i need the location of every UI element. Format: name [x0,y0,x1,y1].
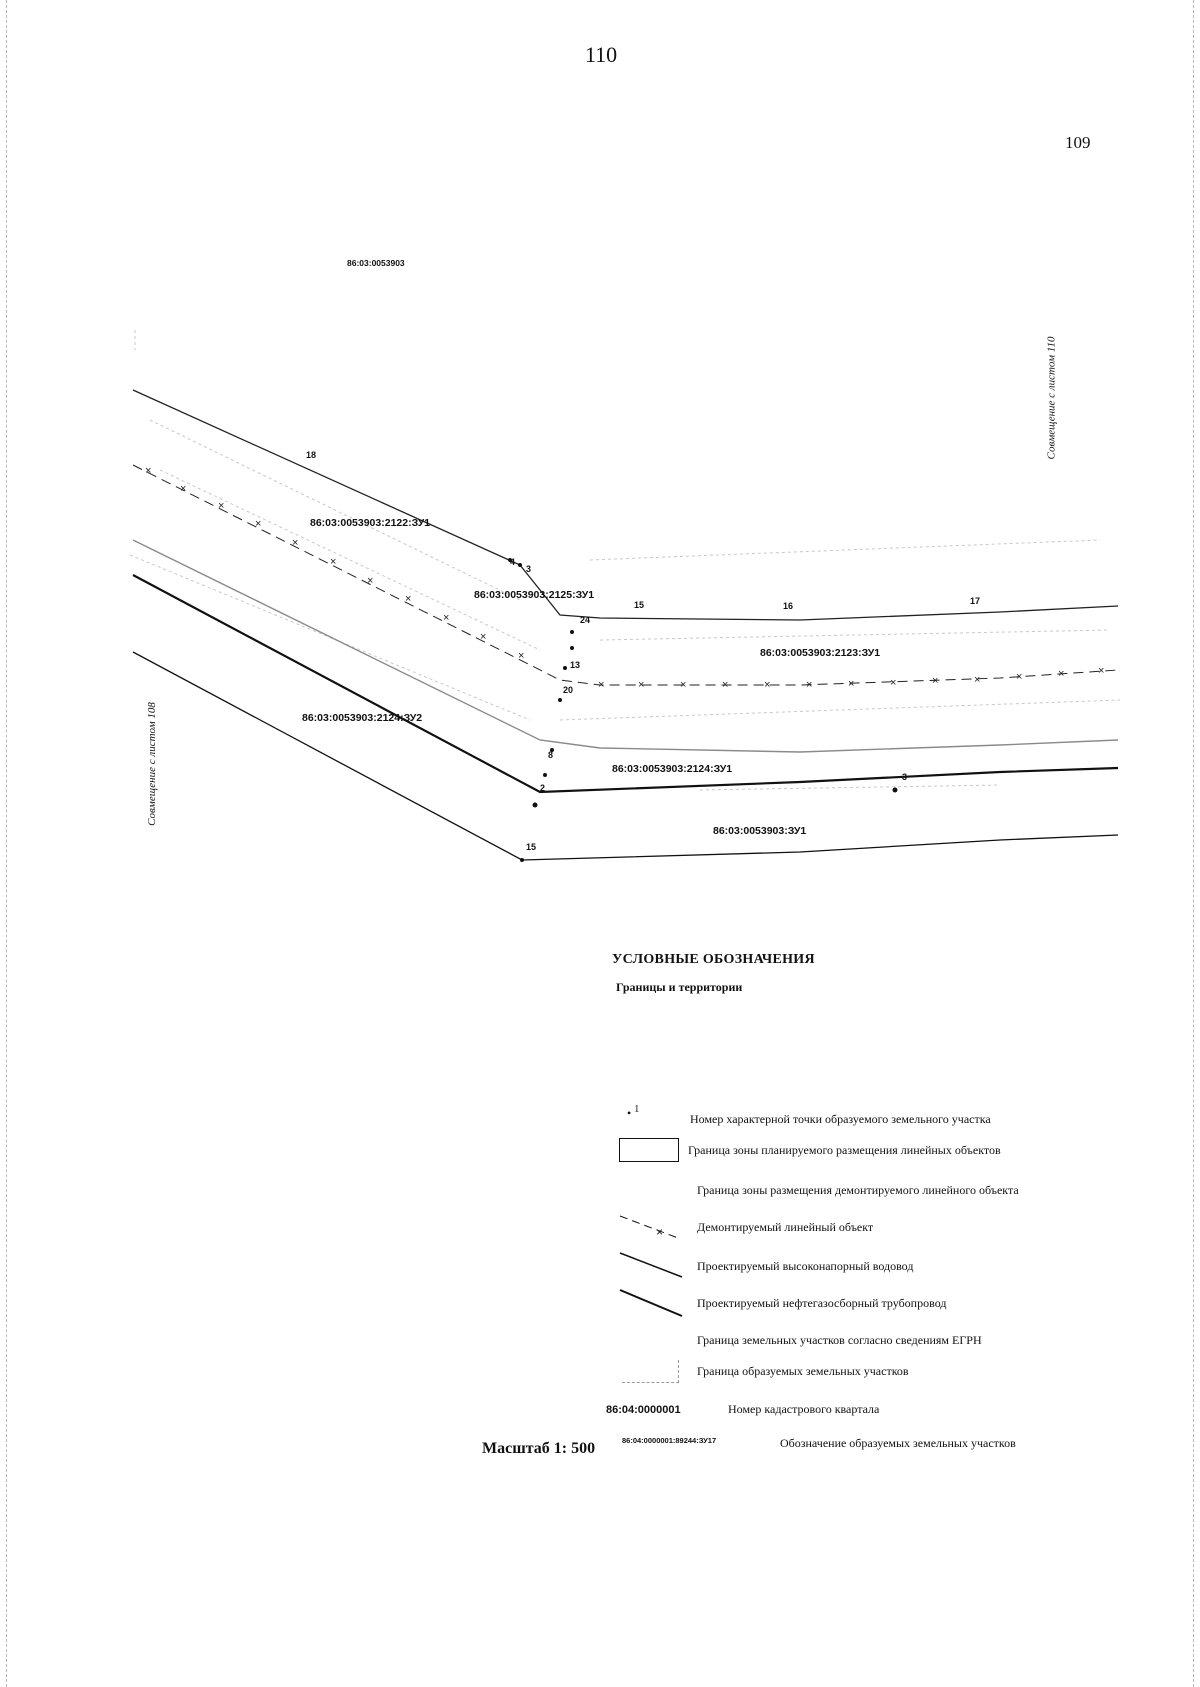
svg-text:×: × [656,1225,663,1239]
svg-text:×: × [443,612,449,624]
svg-text:×: × [680,679,686,691]
legend-item-text: Обозначение образуемых земельных участко… [780,1436,1016,1450]
map-scale: Масштаб 1: 500 [482,1440,596,1457]
svg-text:×: × [218,500,224,512]
svg-text:×: × [1098,665,1104,677]
dismantled-object-x-marks: × × × × × × × × × × × × × × × × × × × × × × × × [145,465,1104,691]
parcel-label: 86:03:0053903:2122:ЗУ1 [310,517,431,529]
point-number: 8 [548,750,554,760]
legend-item-text: Граница зоны размещения демонтируемого л… [697,1183,1019,1197]
svg-text:×: × [255,518,261,530]
point-number: 13 [570,660,581,670]
svg-text:×: × [722,679,728,691]
legend-line-symbol [619,1289,683,1317]
svg-text:×: × [598,679,604,691]
planned-oil-gas-pipeline [132,651,1119,861]
point-number: 18 [306,450,317,460]
point-number: 17 [970,596,981,606]
svg-text:×: × [145,465,151,477]
parcel-label: 86:03:0053903:2124:ЗУ2 [302,712,423,724]
legend-item-text: Номер характерной точки образуемого земе… [690,1112,991,1126]
svg-text:×: × [638,679,644,691]
legend-item-text: Номер кадастрового квартала [728,1402,880,1416]
legend-x-line-symbol: × [619,1215,679,1239]
svg-text:×: × [367,575,373,587]
legend-code-symbol: 86:04:0000001 [606,1404,681,1416]
legend-code-symbol: 86:04:0000001:89244:ЗУ17 [622,1436,717,1445]
point-symbol-number: 1 [634,1104,640,1115]
svg-text:×: × [405,593,411,605]
legend-line-symbol [619,1252,683,1278]
cadastral-quarter-label: 86:03:0053903 [347,258,405,268]
point-number: 2 [540,783,546,793]
svg-text:×: × [480,631,486,643]
point-number: 15 [526,842,537,852]
right-sheet-edge [1193,0,1194,1687]
left-sheet-edge [6,0,7,1687]
parcel-label: 86:03:0053903:2123:ЗУ1 [760,647,881,659]
point-dot-icon: • [627,1106,632,1120]
upper-boundary-line [132,389,1119,621]
legend-item-text: Проектируемый нефтегазосборный трубопров… [697,1296,947,1310]
planned-water-pipeline [132,574,1119,794]
svg-text:×: × [330,556,336,568]
planned-zone-gray-line [132,539,1119,753]
svg-text:×: × [932,675,938,687]
point-number: 20 [563,685,574,695]
svg-text:×: × [890,677,896,689]
page-number: 110 [585,42,618,67]
svg-text:×: × [180,483,186,495]
svg-text:×: × [292,537,298,549]
side-label-left: Совмещение с листом 108 [145,702,158,826]
svg-text:×: × [848,678,854,690]
dismantled-object-line [132,464,1119,686]
point-number: 3 [526,564,532,574]
legend-item-text: Граница зоны планируемого размещения лин… [688,1143,1001,1157]
svg-text:×: × [974,674,980,686]
legend-point-symbol: • 1 [627,1104,640,1121]
map-drawing: × × × × × × × × × × × × × × × × × × × × × × × × [129,330,1121,862]
svg-text:×: × [1058,668,1064,680]
point-number: 4 [510,557,516,567]
svg-text:×: × [764,679,770,691]
legend-item-text: Проектируемый высоконапорный водовод [697,1259,914,1273]
characteristic-points [508,558,898,862]
faint-background-lines [129,330,1121,791]
legend-item-text: Граница земельных участков согласно свед… [697,1333,982,1347]
legend-item-text: Граница образуемых земельных участков [697,1364,909,1378]
side-label-right: Совмещение с листом 110 [1045,336,1058,460]
parcel-label: 86:03:0053903:2125:ЗУ1 [474,589,595,601]
legend-dashed-symbol [622,1360,679,1383]
point-number: 16 [783,601,794,611]
legend-item-text: Демонтируемый линейный объект [697,1220,874,1234]
point-number: 15 [634,600,645,610]
legend-subtitle: Границы и территории [616,980,743,994]
legend-rect-symbol [619,1138,679,1162]
svg-text:×: × [806,679,812,691]
legend-title: УСЛОВНЫЕ ОБОЗНАЧЕНИЯ [612,952,815,967]
point-number: 24 [580,615,591,625]
parcel-label: 86:03:0053903:2124:ЗУ1 [612,763,733,775]
svg-text:×: × [1016,671,1022,683]
point-number: 3 [902,772,908,782]
svg-text:×: × [518,650,524,662]
sheet-reference: 109 [1065,133,1091,152]
parcel-label: 86:03:0053903:ЗУ1 [713,825,807,837]
